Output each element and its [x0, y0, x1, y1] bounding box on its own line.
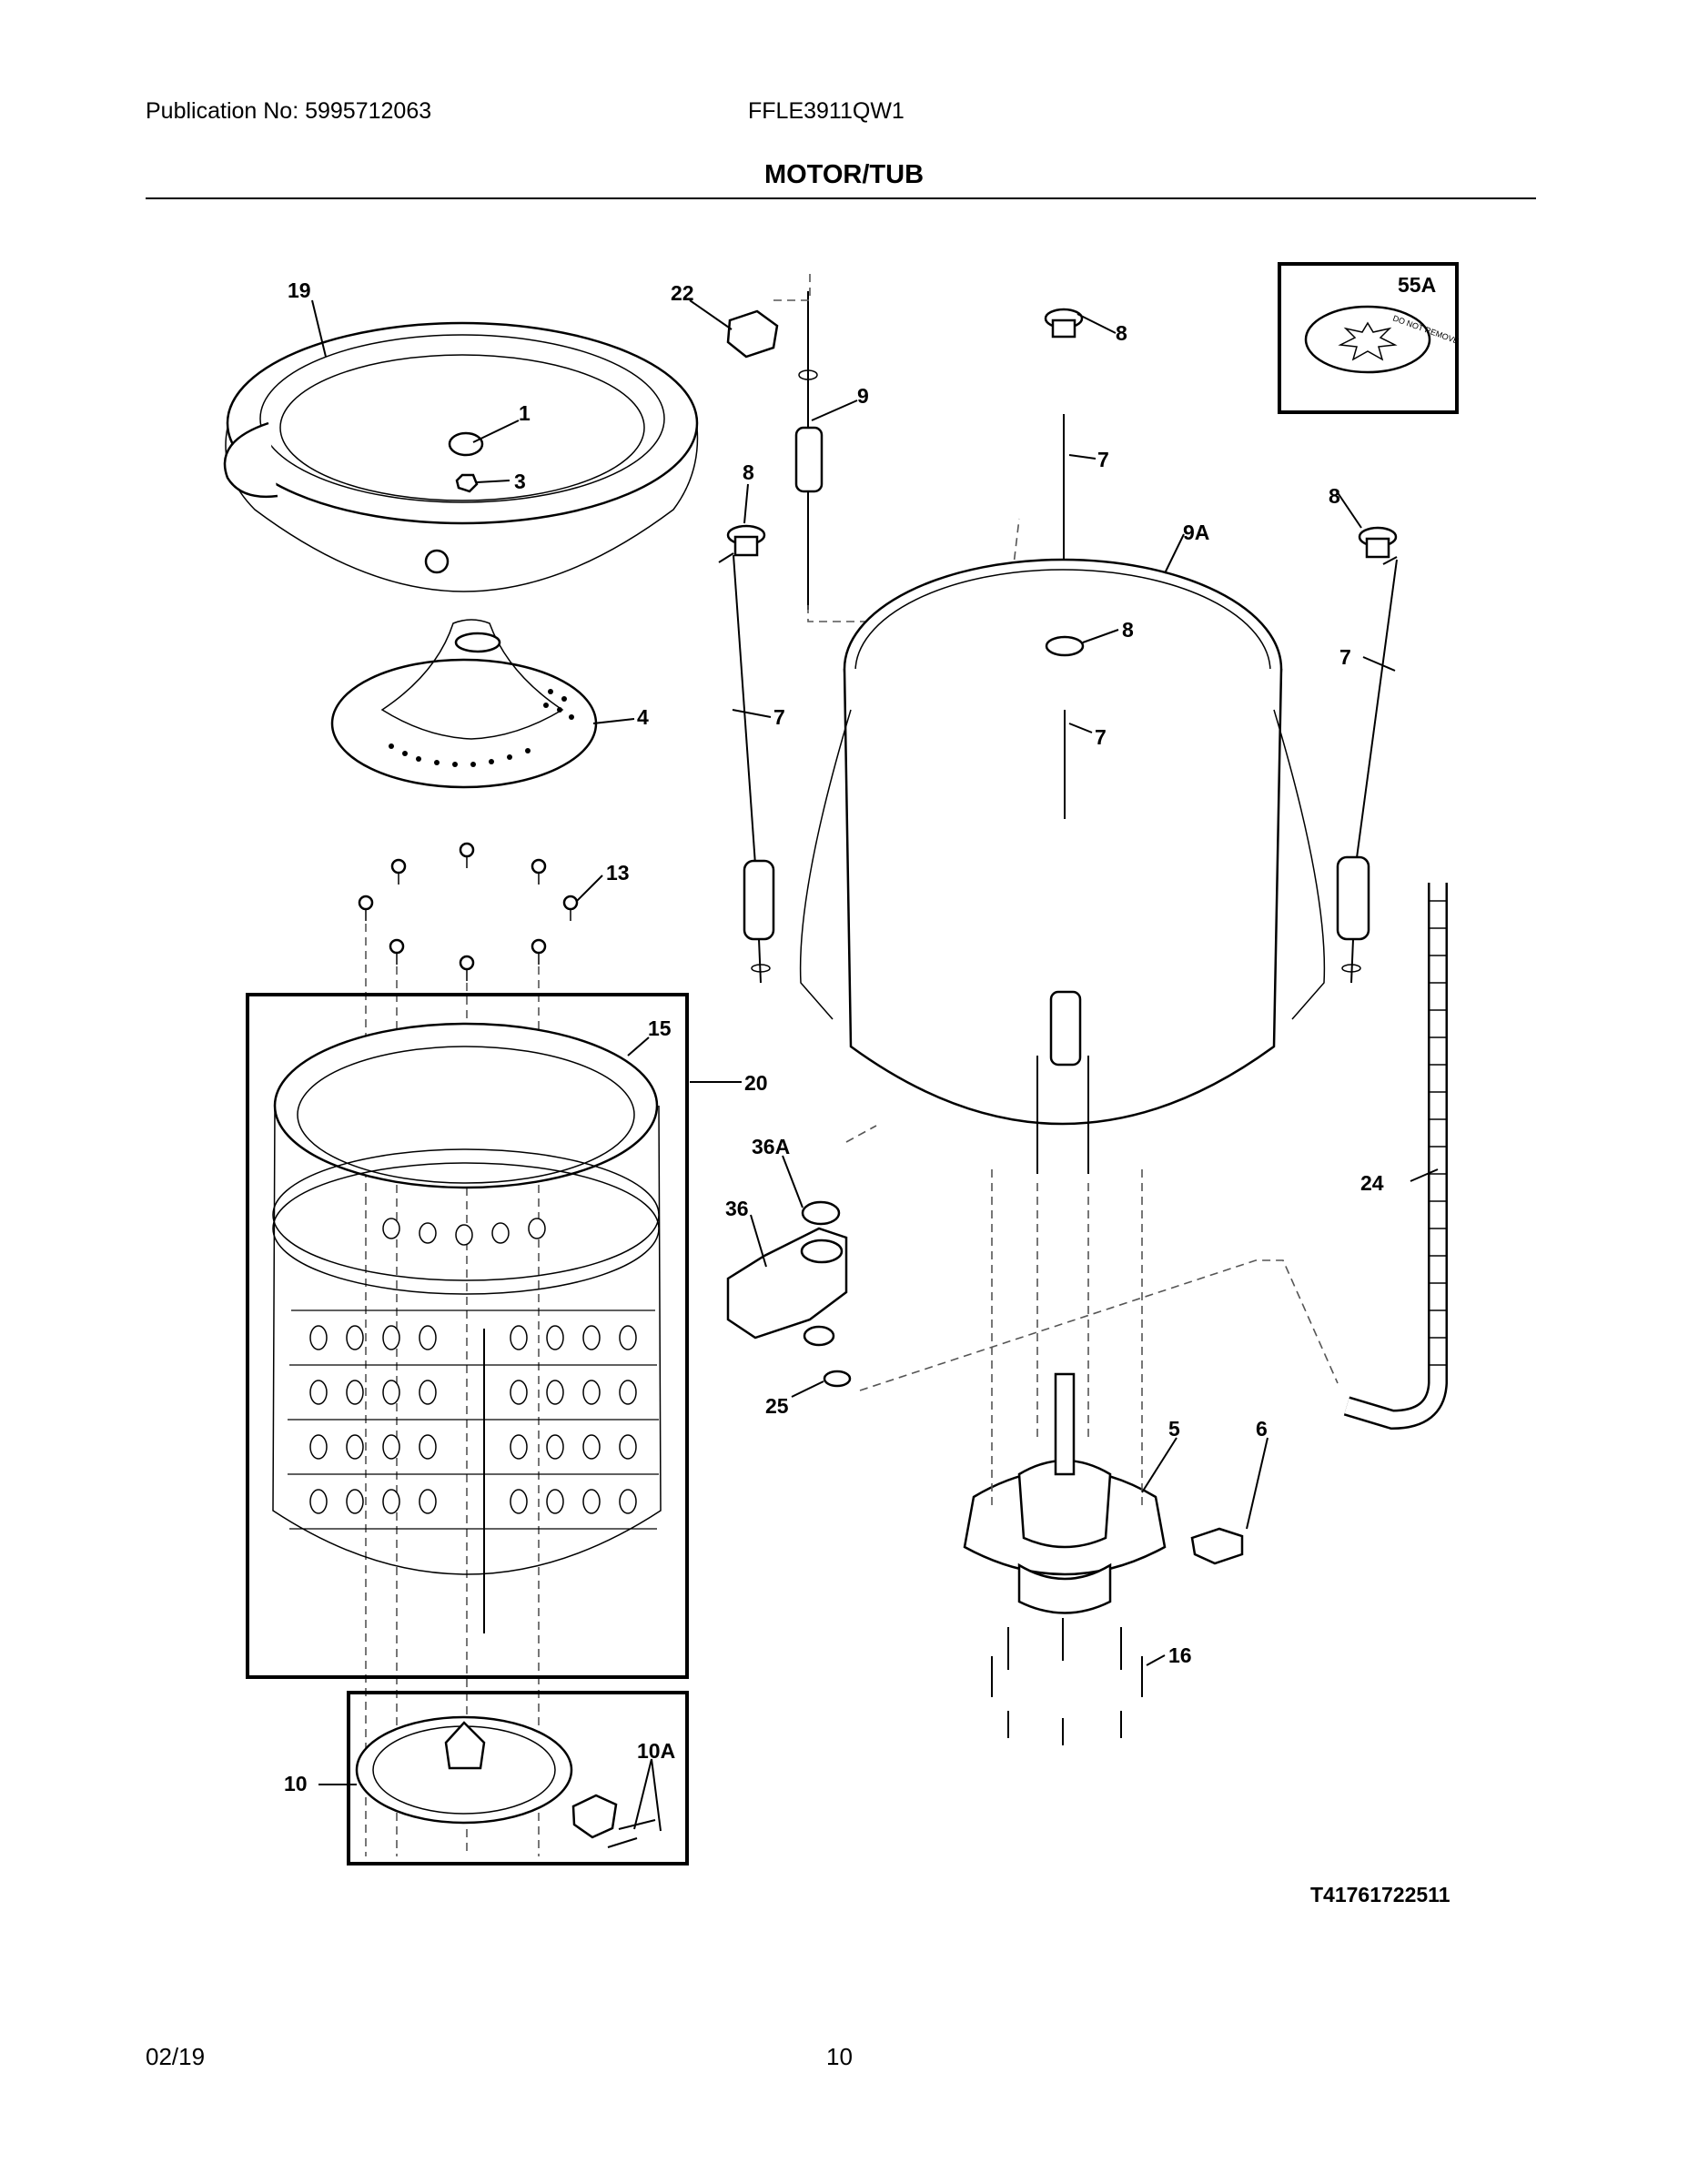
cap-1 — [448, 431, 484, 457]
callout-6: 6 — [1256, 1417, 1268, 1441]
cap-8-right — [1358, 526, 1398, 559]
callout-10a: 10A — [637, 1739, 675, 1763]
screws-19 — [991, 1618, 1143, 1745]
callout-55a: 55A — [1398, 273, 1436, 297]
callout-9: 9A — [1183, 521, 1209, 544]
basket-15 — [272, 1022, 662, 1633]
tub-cover-16 — [223, 321, 699, 592]
callout-8-center: 8 — [1122, 618, 1134, 642]
model-number: FFLE3911QW1 — [748, 98, 905, 124]
callout-8-top: 8 — [1116, 321, 1127, 345]
callout-10: 10 — [284, 1772, 308, 1795]
pump-filter-36a — [801, 1200, 841, 1226]
nut-3 — [455, 473, 479, 493]
callout-5: 5 — [1168, 1417, 1180, 1441]
drive-unit-5 — [963, 1372, 1167, 1614]
callout-22: 22 — [671, 281, 694, 305]
callout-16: 19 — [288, 278, 311, 302]
hub-10 — [355, 1715, 656, 1848]
impeller-4 — [330, 619, 598, 789]
callout-8-left: 8 — [743, 460, 754, 484]
cap-8-left — [726, 524, 766, 557]
callout-13: 13 — [606, 861, 630, 885]
callout-36a: 36A — [752, 1135, 790, 1158]
callout-9a: 9 — [857, 384, 869, 408]
suspension-rod-left-7 — [718, 552, 775, 984]
figure-code: T41761722511 — [1310, 1883, 1450, 1906]
cap-8-top — [1044, 308, 1084, 339]
sensor-6 — [1190, 1527, 1244, 1565]
publication-number: Publication No: 5995712063 — [146, 98, 432, 124]
alignment-drive — [991, 1169, 1143, 1511]
callout-20: 20 — [744, 1071, 768, 1095]
suspension-rod-right-7 — [1336, 556, 1398, 984]
screws-13 — [358, 842, 579, 981]
callout-7-top: 7 — [1097, 448, 1109, 471]
cap-8-center — [1045, 635, 1085, 657]
callout-36: 36 — [725, 1197, 749, 1220]
drain-hose-24 — [1343, 883, 1448, 1431]
callout-25: 25 — [765, 1394, 789, 1418]
callout-24: 24 — [1360, 1171, 1384, 1195]
clamp-25 — [823, 1370, 852, 1388]
callout-7-right: 7 — [1339, 645, 1351, 669]
callout-3: 3 — [514, 470, 526, 493]
inset-55a: DO NOT REMOVE — [1278, 262, 1460, 414]
callout-8-right: 8 — [1329, 484, 1340, 508]
rod-9a — [794, 291, 824, 610]
header-divider — [146, 197, 1536, 199]
footer-page-number: 10 — [826, 2043, 853, 2070]
leader-lines — [311, 299, 1439, 1832]
outer-tub-9 — [799, 558, 1326, 1174]
hub-box-10 — [347, 1691, 689, 1866]
callout-1: 1 — [519, 401, 531, 425]
callout-labels: 19 1 3 4 13 15 20 22 9 8 8 7 9A 8 8 7 7 … — [284, 273, 1450, 1906]
section-title: MOTOR/TUB — [763, 160, 925, 189]
alignment-pump — [845, 1125, 1339, 1391]
switch-22 — [726, 309, 779, 359]
basket-assembly-box-20 — [246, 993, 689, 1679]
drain-pump-36 — [726, 1227, 848, 1347]
callout-7-left: 7 — [773, 705, 785, 729]
callout-4: 4 — [637, 705, 649, 729]
callout-19: 16 — [1168, 1643, 1192, 1667]
callout-15: 15 — [648, 1016, 672, 1040]
callout-7-center: 7 — [1095, 725, 1107, 749]
footer-date: 02/19 — [146, 2043, 206, 2070]
